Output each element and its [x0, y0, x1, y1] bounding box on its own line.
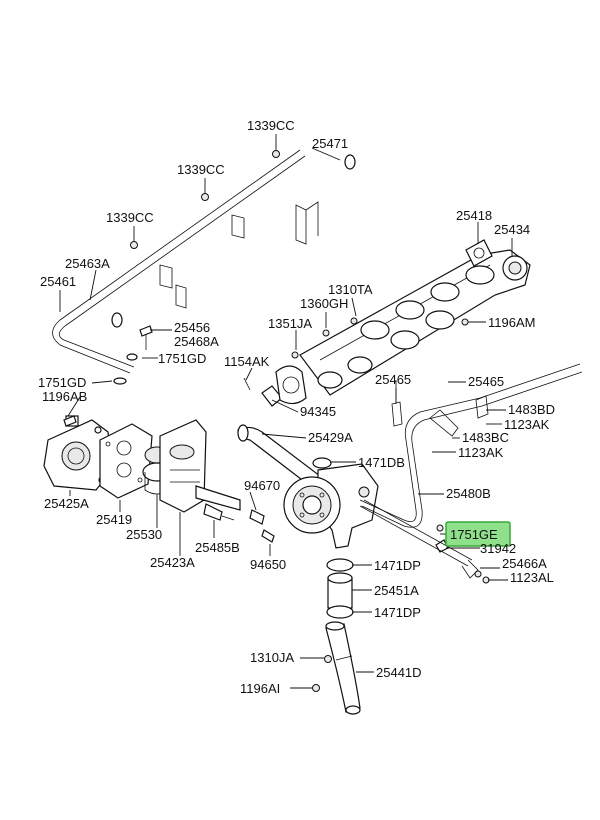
label-1751gd-b: 1751GD: [38, 375, 86, 390]
highlight-box: [445, 521, 511, 547]
label-25480b: 25480B: [446, 486, 491, 501]
hose-25451a: [327, 572, 353, 609]
water-inlet-25423a: [159, 419, 241, 513]
label-25465-b: 25465: [468, 374, 504, 389]
label-25425a: 25425A: [44, 496, 89, 511]
label-94650: 94650: [250, 557, 286, 572]
label-25434: 25434: [494, 222, 530, 237]
label-1483bc: 1483BC: [462, 430, 509, 445]
label-25468a: 25468A: [174, 334, 219, 349]
label-25419: 25419: [96, 512, 132, 527]
gasket-25419: [99, 423, 153, 499]
label-1196ai: 1196AI: [240, 681, 280, 696]
label-1751ge: 1751GE: [450, 527, 498, 542]
label-25456: 25456: [174, 320, 210, 335]
label-1310ja: 1310JA: [250, 650, 294, 665]
label-1471dp-a: 1471DP: [374, 558, 421, 573]
label-25441d: 25441D: [376, 665, 422, 680]
label-1751gd-a: 1751GD: [158, 351, 206, 366]
water-manifold-25434: [299, 249, 531, 396]
label-31942: 31942: [480, 541, 516, 556]
label-94670: 94670: [244, 478, 280, 493]
label-1339cc-b: 1339CC: [177, 162, 225, 177]
coolant-pipe-25471: [111, 154, 356, 328]
clamp-1471dp-lower: [326, 605, 354, 619]
label-1310ta: 1310TA: [328, 282, 373, 297]
label-1123ak-b: 1123AK: [458, 445, 504, 460]
label-25418: 25418: [456, 208, 492, 223]
label-1339cc-a: 1339CC: [247, 118, 295, 133]
label-25423a: 25423A: [150, 555, 195, 570]
clamp-1471dp-upper: [326, 558, 354, 572]
label-25530: 25530: [126, 527, 162, 542]
clamp-1471db: [312, 457, 332, 469]
label-1483bd: 1483BD: [508, 402, 555, 417]
label-1471dp-b: 1471DP: [374, 605, 421, 620]
label-25466a: 25466A: [502, 556, 547, 571]
label-25471: 25471: [312, 136, 348, 151]
label-1360gh: 1360GH: [300, 296, 348, 311]
label-1351ja: 1351JA: [268, 316, 312, 331]
label-25485b: 25485B: [195, 540, 240, 555]
label-1196ab: 1196AB: [42, 389, 87, 404]
fasteners: [63, 150, 490, 692]
label-1196am: 1196AM: [488, 315, 535, 330]
label-25451a: 25451A: [374, 583, 419, 598]
label-1123ak-a: 1123AK: [504, 417, 550, 432]
label-25463a: 25463A: [65, 256, 110, 271]
pipe-25441d: [325, 621, 361, 715]
label-1123al: 1123AL: [510, 570, 554, 585]
sensor-94670: [249, 509, 265, 525]
outlet-housing: [275, 365, 307, 405]
label-25429a: 25429A: [308, 430, 353, 445]
pipe-brackets: [159, 201, 319, 309]
leader-lines: [59, 134, 513, 689]
water-pump: [283, 463, 379, 549]
sensor-25485b: [203, 503, 235, 521]
pipe-25466a: [359, 499, 479, 579]
sensor-94650: [261, 529, 275, 543]
label-1154ak: 1154AK: [224, 354, 270, 369]
coolant-pipe-25463a: [52, 149, 306, 374]
label-1339cc-c: 1339CC: [106, 210, 154, 225]
part-labels: 1339CC 25471 1339CC 1339CC 25418 25434 2…: [38, 118, 555, 696]
label-25461: 25461: [40, 274, 76, 289]
label-25465-a: 25465: [375, 372, 411, 387]
label-1471db: 1471DB: [358, 455, 405, 470]
label-94345: 94345: [300, 404, 336, 419]
